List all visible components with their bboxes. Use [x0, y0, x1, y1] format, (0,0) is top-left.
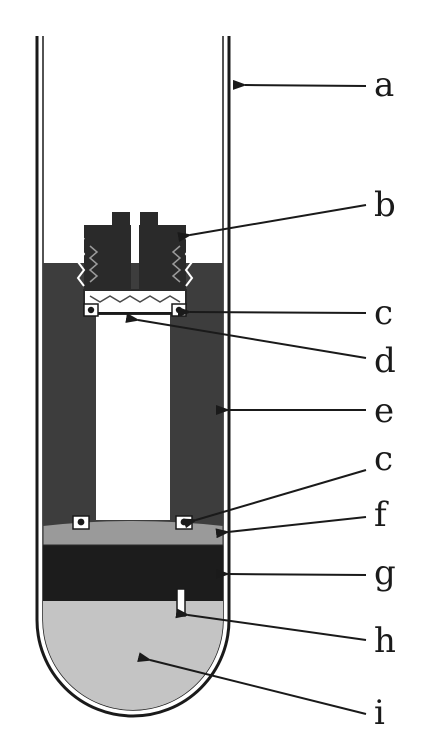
leader-i: [137, 652, 367, 715]
o-ring-top-left: [83, 303, 99, 317]
leader-c-top: [177, 306, 367, 317]
label-c-top: c: [374, 293, 393, 333]
dark-band: [43, 543, 223, 601]
bottom-liquid: [43, 600, 223, 710]
o-ring-bottom-left: [72, 515, 90, 530]
label-a: a: [374, 65, 394, 105]
upper-seal-zigzag: [89, 295, 181, 303]
leader-h: [175, 608, 367, 641]
label-b: b: [374, 185, 396, 225]
label-g: g: [374, 553, 396, 593]
label-i: i: [374, 693, 385, 733]
probe-h: [176, 588, 186, 617]
label-c-bottom: c: [374, 439, 393, 479]
label-h: h: [374, 621, 396, 661]
o-ring-top-right: [171, 303, 187, 317]
o-ring-bottom-right: [175, 515, 193, 530]
leader-g: [215, 568, 367, 579]
label-d: d: [374, 341, 396, 381]
leader-b: [177, 204, 367, 242]
threaded-cap: [76, 212, 194, 290]
leader-f: [215, 516, 367, 539]
leader-a: [232, 79, 367, 90]
leader-d: [125, 313, 367, 359]
label-f: f: [374, 495, 389, 535]
label-e: e: [374, 391, 394, 431]
leader-c-bottom: [183, 469, 367, 529]
inner-cavity: [96, 310, 170, 520]
curved-layer: [42, 519, 224, 546]
